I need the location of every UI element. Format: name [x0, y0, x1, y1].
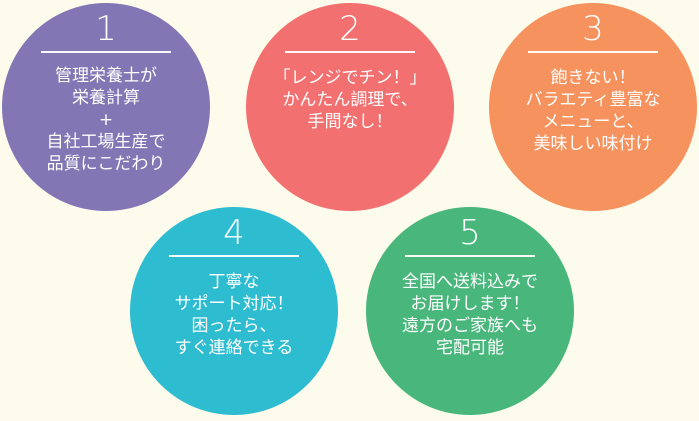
feature-line: サポート対応！ — [174, 293, 294, 314]
feature-circle-1: 1 管理栄養士が 栄養計算 + 自社工場生産で 品質にこだわり — [2, 3, 210, 211]
feature-number: 2 — [339, 9, 361, 49]
feature-text: 「レンジでチン！」 かんたん調理で、 手間なし！ — [274, 67, 427, 133]
feature-circle-2: 2 「レンジでチン！」 かんたん調理で、 手間なし！ — [246, 3, 454, 211]
feature-line: 美味しい味付け — [533, 133, 653, 154]
feature-line: かんたん調理で、 — [282, 89, 418, 110]
feature-line: 「レンジでチン！」 — [273, 67, 427, 88]
feature-number: 5 — [459, 213, 481, 253]
feature-line: 栄養計算 — [72, 87, 140, 108]
feature-circle-5: 5 全国へ送料込みで お届けします！ 遠方のご家族へも 宅配可能 — [366, 207, 574, 415]
feature-number: 1 — [95, 9, 117, 49]
feature-line: 宅配可能 — [436, 337, 504, 358]
feature-line: 全国へ送料込みで — [402, 271, 538, 292]
feature-line: 丁寧な — [208, 271, 260, 292]
feature-text: 丁寧な サポート対応！ 困ったら、 すぐ連絡できる — [175, 271, 294, 359]
feature-line: 手間なし！ — [307, 111, 393, 132]
feature-line: すぐ連絡できる — [174, 337, 294, 358]
feature-line: 飽きない！ — [550, 67, 636, 88]
divider — [528, 51, 658, 53]
feature-text: 管理栄養士が 栄養計算 + 自社工場生産で 品質にこだわり — [47, 65, 166, 175]
feature-line: 品質にこだわり — [46, 153, 166, 174]
feature-line: + — [98, 109, 114, 130]
feature-line: メニューと、 — [542, 111, 644, 132]
feature-line: バラエティ豊富な — [525, 89, 661, 110]
feature-circle-3: 3 飽きない！ バラエティ豊富な メニューと、 美味しい味付け — [489, 3, 697, 211]
feature-line: 困ったら、 — [191, 315, 277, 336]
feature-circle-4: 4 丁寧な サポート対応！ 困ったら、 すぐ連絡できる — [130, 207, 338, 415]
feature-text: 飽きない！ バラエティ豊富な メニューと、 美味しい味付け — [526, 67, 661, 155]
feature-number: 4 — [223, 213, 245, 253]
feature-line: お届けします！ — [410, 293, 530, 314]
feature-number: 3 — [582, 9, 604, 49]
divider — [285, 51, 415, 53]
feature-line: 管理栄養士が — [55, 65, 157, 86]
feature-line: 遠方のご家族へも — [402, 315, 538, 336]
divider — [405, 255, 535, 257]
divider — [41, 51, 171, 53]
divider — [169, 255, 299, 257]
feature-line: 自社工場生産で — [46, 131, 166, 152]
feature-text: 全国へ送料込みで お届けします！ 遠方のご家族へも 宅配可能 — [402, 271, 538, 359]
